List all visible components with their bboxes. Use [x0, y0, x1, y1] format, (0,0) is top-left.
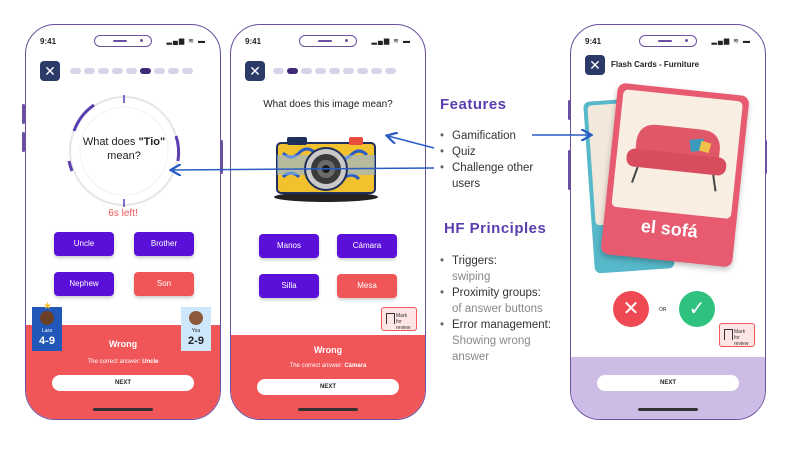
principle-item: Error management:Showing wrong answer — [440, 317, 565, 365]
principles-heading: HF Principles — [444, 220, 547, 237]
signal-wifi-battery-icon: ▂▄▆ ≋ ▬ — [166, 38, 206, 45]
question-text: What does this image mean? — [263, 99, 393, 110]
option-son-button[interactable]: Son — [134, 272, 194, 296]
arrow-challenge — [172, 168, 435, 170]
bookmark-icon — [724, 329, 733, 340]
mark-for-review-button[interactable]: Mark for review — [381, 307, 417, 331]
status-bar: 9:41 ▂▄▆ ≋ ▬ — [585, 37, 751, 49]
sofa-image — [611, 89, 744, 220]
phone-notch — [94, 35, 152, 47]
reject-button[interactable]: ✕ — [613, 291, 649, 327]
principles-list: Triggers:swiping Proximity groups:of ans… — [440, 253, 565, 365]
phone1-side-button — [22, 132, 25, 152]
player1-card: ★ Lara 4-9 — [32, 301, 62, 351]
mark-for-review-button[interactable]: Mark for review — [719, 323, 755, 347]
arrow-quiz — [388, 136, 435, 149]
option-uncle-button[interactable]: Uncle — [54, 232, 114, 256]
home-indicator — [638, 408, 698, 411]
phone-notch — [299, 35, 357, 47]
option-manos-button[interactable]: Manos — [259, 234, 319, 258]
status-bar: 9:41 ▂▄▆ ≋ ▬ — [245, 37, 411, 49]
principle-item: Proximity groups:of answer buttons — [440, 285, 565, 317]
phone3-side-button — [568, 150, 571, 190]
signal-wifi-battery-icon: ▂▄▆ ≋ ▬ — [711, 38, 751, 45]
next-button[interactable]: NEXT — [257, 379, 399, 395]
feature-item: Quiz — [440, 144, 570, 160]
timer-circle — [67, 95, 181, 207]
or-label: OR — [659, 307, 667, 313]
player2-score: 2-9 — [188, 335, 204, 347]
status-time: 9:41 — [585, 37, 602, 46]
bookmark-icon — [386, 313, 395, 324]
correct-answer-text: The correct answer: Cámara — [289, 363, 367, 369]
option-silla-button[interactable]: Silla — [259, 274, 319, 298]
player1-name: Lara — [41, 328, 52, 334]
phone1-side-button — [22, 104, 25, 124]
features-heading: Features — [440, 96, 507, 113]
phone3-side-button — [568, 100, 571, 120]
option-nephew-button[interactable]: Nephew — [54, 272, 114, 296]
features-list: Gamification Quiz Challenge other users — [440, 128, 570, 192]
feedback-wrong-text: Wrong — [108, 339, 138, 349]
player2-name: You — [191, 328, 201, 334]
correct-answer-text: The correct answer: Uncle — [87, 359, 159, 365]
flash-card-front[interactable]: el sofá — [600, 82, 750, 268]
question-text: What does "Tio" mean? — [82, 136, 166, 162]
close-button[interactable]: ✕ — [40, 61, 60, 81]
accept-button[interactable]: ✓ — [679, 291, 715, 327]
avatar — [189, 311, 203, 325]
principle-item: Triggers:swiping — [440, 253, 565, 285]
phone1-side-button — [220, 140, 223, 174]
camera-image — [274, 137, 378, 202]
timer-text: 6s left! — [108, 208, 138, 219]
option-mesa-button[interactable]: Mesa — [337, 274, 397, 298]
progress-indicator — [70, 68, 193, 74]
close-button[interactable]: ✕ — [245, 61, 265, 81]
mark-for-review-label: Mark for review — [734, 329, 749, 347]
progress-indicator — [273, 68, 396, 74]
signal-wifi-battery-icon: ▂▄▆ ≋ ▬ — [371, 38, 411, 45]
feedback-wrong-text: Wrong — [313, 345, 343, 355]
option-camara-button[interactable]: Cámara — [337, 234, 397, 258]
close-button[interactable]: ✕ — [585, 55, 605, 75]
phone-tio-quiz: 9:41 ▂▄▆ ≋ ▬ ✕ What does "Tio" mean? 6s … — [25, 24, 221, 420]
player1-score: 4-9 — [39, 335, 55, 347]
avatar — [40, 311, 54, 325]
home-indicator — [93, 408, 153, 411]
feature-item: Gamification — [440, 128, 570, 144]
home-indicator — [298, 408, 358, 411]
mark-for-review-label: Mark for review — [396, 313, 411, 331]
feedback-panel: Wrong The correct answer: Cámara NEXT — [231, 335, 425, 419]
status-time: 9:41 — [40, 37, 57, 46]
phone-flash-cards: 9:41 ▂▄▆ ≋ ▬ ✕ Flash Cards - Furniture e… — [570, 24, 766, 420]
deck-title: Flash Cards - Furniture — [611, 60, 700, 69]
player2-card: You 2-9 — [181, 307, 211, 351]
status-time: 9:41 — [245, 37, 262, 46]
next-button[interactable]: NEXT — [52, 375, 194, 391]
status-bar: 9:41 ▂▄▆ ≋ ▬ — [40, 37, 206, 49]
phone-notch — [639, 35, 697, 47]
option-brother-button[interactable]: Brother — [134, 232, 194, 256]
phone-image-quiz: 9:41 ▂▄▆ ≋ ▬ ✕ What does this image mean… — [230, 24, 426, 420]
sofa-icon — [626, 124, 727, 192]
next-button[interactable]: NEXT — [597, 375, 739, 391]
feature-item: Challenge other users — [440, 160, 562, 192]
star-icon: ★ — [43, 301, 52, 312]
